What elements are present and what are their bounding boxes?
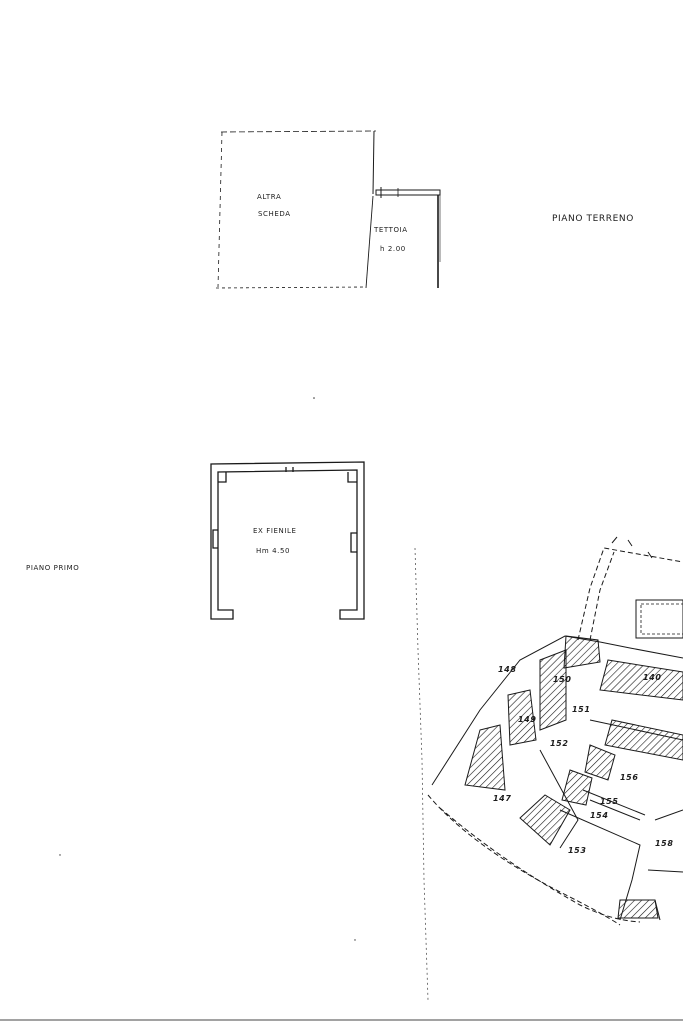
cadastral-map: 148 150 140 151 149 152 156 155 154 147 … [414,536,683,1001]
parcel-label: 153 [568,846,587,855]
road-edge-inner [439,807,641,923]
road-edge-north [577,547,683,641]
building-150 [563,635,601,669]
parcel-label: 151 [572,705,591,714]
parcel-label: 149 [518,715,537,724]
parcel-label: 152 [550,739,569,748]
building-149b [507,689,537,746]
room-other-label-1: ALTRA [257,193,281,201]
speck [313,397,315,399]
room-other-sheet-outline [215,130,377,289]
map-left-border [414,547,429,1001]
canopy-label-2: h 2.00 [380,245,406,253]
first-floor-plan: EX FIENILE Hm 4.50 [210,461,365,620]
building-149 [539,649,567,731]
road-edge-north-inner [589,551,615,641]
hayloft-inner-details [212,467,357,553]
parcel-label: 150 [553,675,572,684]
building-north-outline [635,599,683,639]
parcel-label: 147 [493,794,512,803]
building-158-south [617,899,659,919]
hayloft-outer-wall [210,461,365,620]
first-floor-title: PIANO PRIMO [26,564,79,572]
building-140b [604,719,683,761]
building-140 [599,659,683,701]
parcel-line-f [582,789,646,821]
speck [354,939,356,941]
hayloft-label-1: EX FIENILE [253,527,297,535]
parcel-label: 155 [600,797,619,806]
room-other-label-2: SCHEDA [258,210,291,218]
road-ticks [611,536,653,559]
canopy-label-1: TETTOIA [373,226,408,234]
parcel-label: 140 [643,673,662,682]
hayloft-label-2: Hm 4.50 [256,547,290,555]
building-153 [519,794,571,846]
parcel-line-a [431,635,683,786]
speck [59,854,61,856]
parcel-label: 148 [498,665,517,674]
building-155 [561,769,593,806]
ground-floor-plan: ALTRA SCHEDA TETTOIA h 2.00 [215,130,441,289]
ground-floor-title: PIANO TERRENO [552,214,634,224]
canopy-outline [375,187,441,288]
parcel-label: 154 [590,811,609,820]
building-156 [584,744,616,781]
parcel-label: 158 [655,839,674,848]
parcel-label: 156 [620,773,639,782]
parcel-line-b [539,749,579,849]
building-north-inner [640,603,683,635]
building-147 [464,724,506,791]
